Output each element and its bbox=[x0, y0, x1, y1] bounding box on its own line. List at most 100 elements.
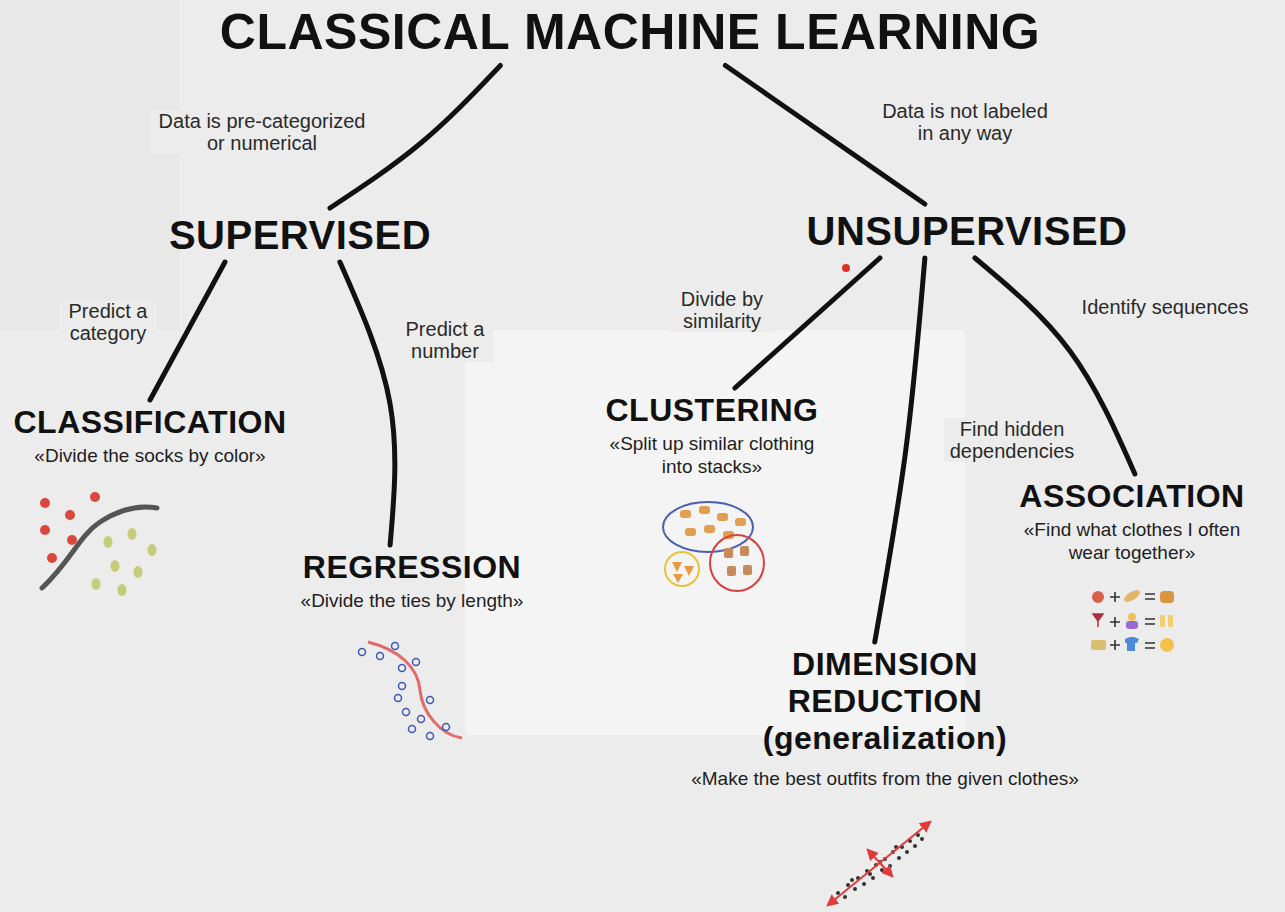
edge-label: Data is not labeled in any way bbox=[874, 100, 1056, 144]
association-sketch bbox=[1091, 640, 1106, 650]
association-sketch bbox=[1126, 621, 1138, 629]
classification-sketch bbox=[47, 553, 57, 563]
clustering-sketch bbox=[740, 546, 749, 556]
node-heading: SUPERVISED bbox=[150, 212, 450, 258]
branch-line bbox=[340, 262, 395, 545]
classification-sketch bbox=[90, 492, 100, 502]
association-sketch bbox=[1110, 640, 1120, 650]
example-text: «Make the best outfits from the given cl… bbox=[615, 768, 1155, 791]
association-sketch bbox=[1145, 594, 1155, 599]
dimension-reduction-sketch bbox=[862, 882, 866, 886]
regression-sketch bbox=[395, 695, 402, 702]
association-sketch bbox=[1125, 637, 1139, 651]
method-node: CLASSIFICATION «Divide the socks by color… bbox=[4, 404, 296, 468]
node-heading: CLASSIFICATION bbox=[4, 404, 296, 441]
clustering-sketch bbox=[672, 562, 682, 572]
example-text: «Find what clothes I often wear together… bbox=[1012, 519, 1252, 565]
regression-sketch bbox=[418, 716, 425, 723]
regression-sketch bbox=[359, 642, 463, 740]
node-heading: REGRESSION bbox=[262, 549, 562, 586]
node-heading: CLASSICAL MACHINE LEARNING bbox=[180, 4, 1080, 62]
classification-sketch bbox=[148, 544, 157, 556]
clustering-sketch bbox=[665, 552, 699, 586]
clustering-sketch bbox=[724, 548, 733, 558]
clustering-sketch bbox=[727, 566, 736, 576]
method-node: CLUSTERING «Split up similar clothing int… bbox=[567, 392, 857, 478]
method-node: ASSOCIATION «Find what clothes I often we… bbox=[987, 478, 1277, 564]
regression-sketch bbox=[413, 659, 420, 666]
clustering-sketch bbox=[710, 535, 764, 591]
example-text: «Divide the ties by length» bbox=[267, 590, 557, 613]
association-sketch bbox=[1160, 638, 1174, 652]
focus-dot bbox=[842, 264, 850, 272]
regression-sketch bbox=[368, 642, 462, 738]
association-sketch bbox=[1091, 588, 1174, 652]
branch-line bbox=[875, 258, 925, 642]
dimension-reduction-sketch bbox=[905, 850, 909, 854]
example-text: «Split up similar clothing into stacks» bbox=[601, 433, 823, 479]
regression-sketch bbox=[409, 726, 416, 733]
dimension-reduction-sketch bbox=[850, 878, 854, 882]
node-heading: ASSOCIATION bbox=[987, 478, 1277, 515]
node-heading: DIMENSION REDUCTION (generalization) bbox=[730, 646, 1040, 756]
clustering-sketch bbox=[680, 510, 691, 518]
classification-sketch bbox=[65, 510, 75, 520]
dimension-reduction-sketch bbox=[871, 876, 875, 880]
method-node: DIMENSION REDUCTION (generalization) «Mak… bbox=[615, 646, 1155, 791]
edge-label: Find hidden dependencies bbox=[944, 418, 1080, 462]
classification-sketch bbox=[40, 525, 50, 535]
regression-sketch bbox=[392, 643, 399, 650]
dimension-reduction-sketch bbox=[828, 822, 930, 905]
edge-label: Predict a number bbox=[397, 318, 493, 362]
focus-dot bbox=[842, 264, 850, 272]
classification-sketch bbox=[118, 584, 127, 596]
dimension-reduction-sketch bbox=[853, 887, 857, 891]
association-sketch bbox=[1128, 613, 1136, 621]
clustering-sketch bbox=[699, 506, 710, 514]
edge-label: Identify sequences bbox=[1079, 296, 1252, 318]
dimension-reduction-sketch bbox=[888, 864, 892, 868]
classification-sketch bbox=[42, 507, 157, 588]
classification-sketch bbox=[40, 492, 157, 596]
dimension-reduction-sketch bbox=[868, 850, 892, 876]
clustering-sketch bbox=[673, 574, 683, 583]
association-sketch bbox=[1145, 643, 1155, 648]
dimension-reduction-sketch bbox=[828, 822, 930, 905]
regression-sketch bbox=[377, 653, 384, 660]
dimension-reduction-sketch bbox=[880, 868, 884, 872]
clustering-sketch bbox=[663, 502, 753, 552]
association-sketch bbox=[1110, 617, 1120, 627]
classification-sketch bbox=[104, 536, 113, 548]
faded-background-panel bbox=[0, 0, 180, 330]
dimension-reduction-sketch bbox=[843, 895, 847, 899]
regression-sketch bbox=[359, 649, 366, 656]
classification-sketch bbox=[92, 578, 101, 590]
association-sketch bbox=[1092, 591, 1104, 603]
association-sketch bbox=[1110, 592, 1120, 602]
clustering-sketch bbox=[704, 525, 715, 533]
association-sketch bbox=[1160, 591, 1174, 603]
regression-sketch bbox=[443, 724, 450, 731]
association-sketch bbox=[1122, 588, 1142, 604]
clustering-sketch bbox=[663, 502, 764, 591]
dimension-reduction-sketch bbox=[913, 844, 917, 848]
regression-sketch bbox=[427, 697, 434, 704]
faded-background-panel bbox=[0, 0, 965, 735]
association-sketch bbox=[1145, 619, 1155, 624]
edge-label: Data is pre-categorized or numerical bbox=[150, 110, 374, 154]
classification-sketch bbox=[134, 566, 143, 578]
dimension-reduction-sketch bbox=[836, 891, 840, 895]
association-sketch bbox=[1093, 614, 1103, 627]
clustering-sketch bbox=[685, 528, 696, 536]
method-node: REGRESSION «Divide the ties by length» bbox=[262, 549, 562, 613]
classification-sketch bbox=[128, 528, 137, 540]
node-heading: CLUSTERING bbox=[567, 392, 857, 429]
dimension-reduction-sketch bbox=[920, 837, 924, 841]
example-text: «Divide the socks by color» bbox=[5, 445, 295, 468]
classification-sketch bbox=[40, 498, 50, 508]
node-heading: UNSUPERVISED bbox=[787, 208, 1147, 254]
edge-label: Predict a category bbox=[60, 300, 156, 344]
association-sketch bbox=[1168, 615, 1173, 627]
classification-sketch bbox=[111, 560, 120, 572]
regression-sketch bbox=[427, 733, 434, 740]
